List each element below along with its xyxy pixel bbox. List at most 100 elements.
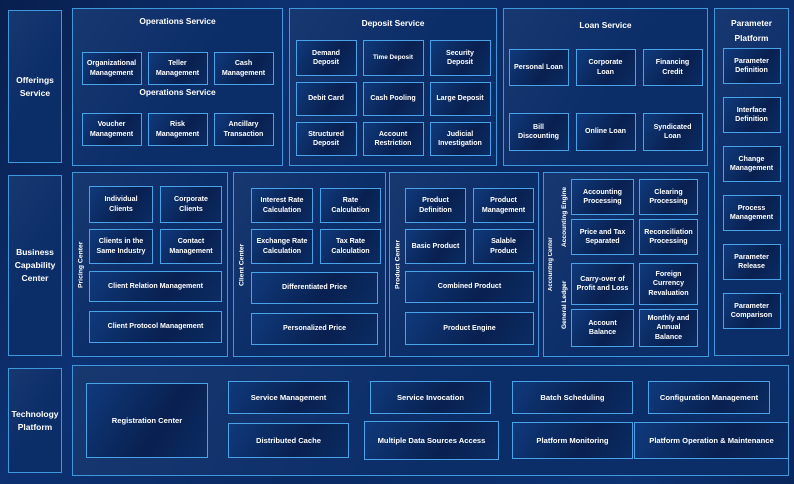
pricing-center-section: Pricing Center Individual Clients Corpor… — [72, 172, 228, 357]
deposit-row-1: Demand Deposit Time Deposit Security Dep… — [290, 40, 496, 77]
parameter-platform-section: Parameter Platform Parameter Definition … — [714, 8, 789, 356]
operations-service-mid-title: Operations Service — [139, 87, 216, 98]
accounting-center-content: Accounting Engine Accounting Processing … — [558, 179, 698, 347]
accounting-center-label: Accounting Center — [548, 237, 554, 292]
deposit-box: Time Deposit — [362, 40, 424, 77]
product-box: Salable Product — [473, 229, 534, 264]
product-box: Product Definition — [405, 188, 466, 223]
loan-box: Bill Discounting — [508, 113, 569, 152]
operations-box: Teller Management — [147, 52, 208, 86]
pricing-center-label: Pricing Center — [77, 241, 85, 288]
accounting-box: Reconciliation Processing — [639, 219, 698, 255]
accounting-box: Clearing Processing — [639, 179, 698, 215]
deposit-box: Demand Deposit — [295, 40, 357, 77]
operations-box: Ancillary Transaction — [213, 113, 274, 147]
operations-row-2: Voucher Management Risk Management Ancil… — [73, 113, 282, 147]
deposit-box: Judicial Investigation — [429, 122, 491, 157]
pricing-box-wide: Client Relation Management — [89, 271, 222, 302]
business-capability-center-rail-label: Business Capability Center — [8, 175, 62, 356]
client-grid: Interest Rate Calculation Rate Calculati… — [251, 188, 381, 264]
technology-box: Platform Monitoring — [512, 422, 633, 459]
technology-box: Configuration Management — [648, 381, 770, 414]
pricing-box: Clients in the Same Industry — [89, 229, 153, 264]
loan-box: Corporate Loan — [575, 49, 636, 87]
product-box-wide: Product Engine — [405, 312, 534, 345]
product-grid: Product Definition Product Management Ba… — [405, 188, 534, 264]
client-box: Exchange Rate Calculation — [251, 229, 313, 264]
deposit-box: Cash Pooling — [362, 82, 424, 117]
accounting-box: Monthly and Annual Balance — [639, 309, 698, 347]
pricing-grid: Individual Clients Corporate Clients Cli… — [89, 186, 222, 264]
technology-box: Batch Scheduling — [512, 381, 633, 414]
operations-box: Cash Management — [213, 52, 274, 86]
accounting-engine-label: Accounting Engine — [561, 186, 568, 248]
offerings-service-rail-label: Offerings Service — [8, 10, 62, 163]
parameter-box: Parameter Release — [722, 244, 781, 281]
loan-box: Financing Credit — [642, 49, 703, 87]
product-center-content: Product Definition Product Management Ba… — [405, 188, 534, 345]
operations-box: Voucher Management — [81, 113, 142, 147]
technology-box: Distributed Cache — [228, 423, 349, 458]
general-ledger-group: General Ledger Carry-over of Profit and … — [558, 263, 698, 347]
technology-box: Service Invocation — [370, 381, 491, 414]
operations-service-title: Operations Service — [139, 16, 216, 26]
accounting-engine-group: Accounting Engine Accounting Processing … — [558, 179, 698, 255]
parameter-box: Process Management — [722, 195, 781, 232]
deposit-box: Debit Card — [295, 82, 357, 117]
product-box: Basic Product — [405, 229, 466, 264]
pricing-box: Corporate Clients — [160, 186, 222, 223]
loan-box: Personal Loan — [508, 49, 569, 87]
client-center-label: Client Center — [238, 243, 246, 286]
pricing-box-wide: Client Protocol Management — [89, 311, 222, 343]
accounting-box: Price and Tax Separated — [571, 219, 634, 255]
loan-box: Online Loan — [575, 113, 636, 152]
client-center-content: Interest Rate Calculation Rate Calculati… — [251, 188, 381, 345]
deposit-box: Security Deposit — [429, 40, 491, 77]
loan-row-1: Personal Loan Corporate Loan Financing C… — [504, 49, 707, 87]
deposit-service-title: Deposit Service — [361, 18, 425, 28]
accounting-box: Foreign Currency Revaluation — [639, 263, 698, 305]
deposit-row-2: Debit Card Cash Pooling Large Deposit — [290, 82, 496, 117]
accounting-box: Carry-over of Profit and Loss — [571, 263, 634, 305]
client-box: Interest Rate Calculation — [251, 188, 313, 223]
client-box-wide: Personalized Price — [251, 313, 378, 345]
client-box: Tax Rate Calculation — [320, 229, 381, 264]
operations-box: Organizational Management — [81, 52, 142, 86]
loan-box: Syndicated Loan — [642, 113, 703, 152]
accounting-center-section: Accounting Center Accounting Engine Acco… — [543, 172, 709, 357]
operations-service-section: Operations Service Organizational Manage… — [72, 8, 283, 166]
loan-service-title: Loan Service — [579, 20, 632, 30]
loan-row-2: Bill Discounting Online Loan Syndicated … — [504, 113, 707, 152]
technology-platform-rail-label: Technology Platform — [8, 368, 62, 473]
pricing-box: Contact Management — [160, 229, 222, 264]
technology-box: Multiple Data Sources Access — [364, 421, 499, 460]
accounting-engine-grid: Accounting Processing Clearing Processin… — [571, 179, 698, 255]
parameter-platform-stack: Parameter Definition Interface Definitio… — [715, 48, 788, 330]
registration-center-box: Registration Center — [86, 383, 208, 458]
product-box: Product Management — [473, 188, 534, 223]
parameter-box: Parameter Definition — [722, 48, 781, 85]
deposit-box: Structured Deposit — [295, 122, 357, 157]
deposit-row-3: Structured Deposit Account Restriction J… — [290, 122, 496, 157]
loan-service-section: Loan Service Personal Loan Corporate Loa… — [503, 8, 708, 166]
deposit-service-section: Deposit Service Demand Deposit Time Depo… — [289, 8, 497, 166]
general-ledger-grid: Carry-over of Profit and Loss Foreign Cu… — [571, 263, 698, 347]
parameter-box: Interface Definition — [722, 97, 781, 134]
product-center-section: Product Center Product Definition Produc… — [389, 172, 539, 357]
deposit-box: Account Restriction — [362, 122, 424, 157]
product-center-label: Product Center — [394, 239, 402, 290]
client-center-section: Client Center Interest Rate Calculation … — [233, 172, 386, 357]
operations-row-1: Organizational Management Teller Managem… — [73, 52, 282, 86]
parameter-box: Parameter Comparison — [722, 293, 781, 330]
operations-box: Risk Management — [147, 113, 208, 147]
client-box-wide: Differentiated Price — [251, 272, 378, 304]
technology-platform-section: Registration Center Service Management D… — [72, 365, 789, 476]
technology-box: Platform Operation & Maintenance — [634, 422, 789, 459]
deposit-box: Large Deposit — [429, 82, 491, 117]
pricing-center-content: Individual Clients Corporate Clients Cli… — [89, 186, 222, 343]
parameter-platform-title: Parameter Platform — [731, 18, 772, 43]
parameter-box: Change Management — [722, 146, 781, 183]
accounting-box: Accounting Processing — [571, 179, 634, 215]
accounting-box: Account Balance — [571, 309, 634, 347]
